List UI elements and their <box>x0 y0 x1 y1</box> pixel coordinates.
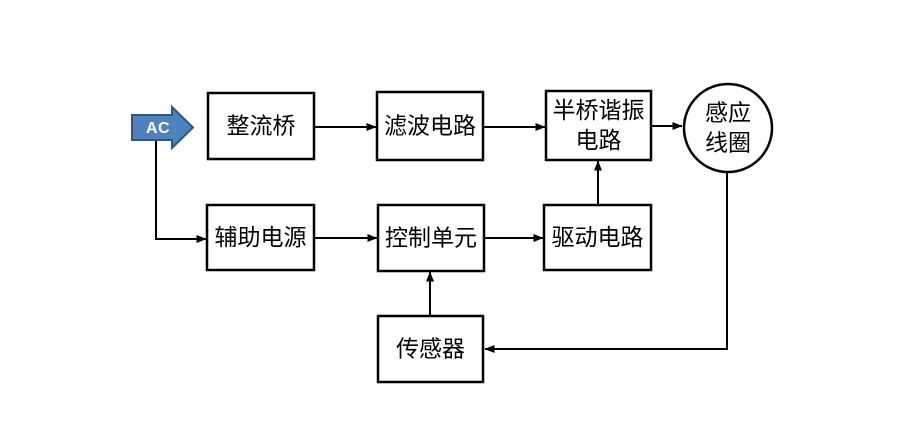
node-induction-coil-label: 线圈 <box>705 131 751 156</box>
node-sensor-label: 传感器 <box>396 337 465 362</box>
node-drive-circuit-label: 驱动电路 <box>552 225 644 250</box>
node-filter-circuit-label: 滤波电路 <box>384 114 476 139</box>
ac-input-arrow-icon <box>131 104 195 151</box>
node-sensor <box>376 314 485 384</box>
node-auxiliary-power-supply <box>205 203 316 272</box>
node-half-bridge-resonant-circuit-label: 半桥谐振 <box>553 98 645 123</box>
ac-input-label: AC <box>146 120 170 137</box>
node-induction-coil <box>682 82 774 174</box>
node-rectifier-bridge-label: 整流桥 <box>227 114 296 139</box>
node-control-unit-label: 控制单元 <box>385 226 477 251</box>
edge-coil-to-sensor <box>484 172 728 353</box>
edge-ac-to-auxiliary <box>155 141 207 243</box>
node-half-bridge-resonant-circuit-label: 电路 <box>576 128 622 153</box>
node-half-bridge-resonant-circuit <box>544 89 653 162</box>
node-drive-circuit <box>542 203 653 272</box>
node-induction-coil-label: 感应 <box>705 101 751 126</box>
node-auxiliary-power-supply-label: 辅助电源 <box>215 225 307 250</box>
node-control-unit <box>376 203 486 273</box>
node-rectifier-bridge <box>206 91 316 161</box>
node-filter-circuit <box>375 90 485 162</box>
